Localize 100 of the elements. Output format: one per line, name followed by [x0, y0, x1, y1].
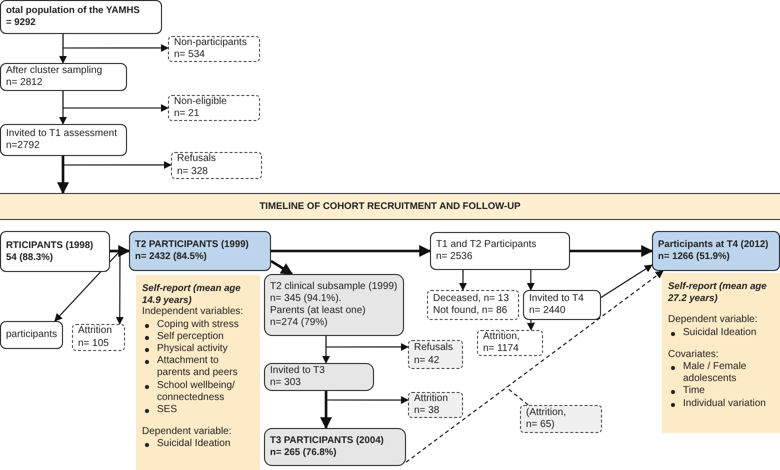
box-text: Non-participants	[174, 36, 247, 49]
process-box	[0, 63, 127, 91]
process-box	[0, 124, 127, 156]
exclusion-box	[171, 152, 262, 179]
arrow	[271, 245, 432, 257]
subsample-box	[264, 428, 406, 466]
panel-heading: Self-report (mean age 14.9 years)	[142, 283, 242, 306]
arrow	[406, 270, 664, 463]
box-text: n= 21	[174, 108, 200, 120]
bullet-item: Self perception	[157, 330, 224, 343]
process-box	[0, 0, 162, 34]
participants-box	[652, 231, 780, 271]
exclusion-box	[72, 324, 125, 351]
box-text: Not found, n= 86	[433, 305, 508, 318]
arrow	[325, 336, 409, 351]
bullet-item: Physical activity	[157, 342, 228, 356]
section-heading: Covariates:	[668, 348, 719, 361]
box-heading: RTICIPANTS (1998)	[6, 240, 94, 252]
box-text: Deceased, n= 13	[433, 292, 509, 305]
arrow	[458, 270, 467, 291]
exclusion-box	[520, 405, 602, 433]
section-heading: Dependent variable:	[142, 426, 232, 438]
process-box	[0, 231, 110, 272]
arrow	[57, 156, 70, 194]
arrow	[320, 391, 332, 430]
box-text: Attrition	[414, 392, 448, 405]
box-text: Invited to T4	[529, 292, 584, 305]
box-text: Attrition	[78, 325, 112, 338]
process-box	[523, 290, 601, 320]
box-text: n= 2536	[436, 251, 472, 264]
arrow	[526, 270, 535, 291]
box-text: Non-eligible	[174, 96, 227, 108]
exclusion-box	[477, 330, 543, 356]
box-text: participants	[6, 328, 58, 342]
arrow	[110, 245, 130, 258]
box-text: Refusals	[414, 342, 453, 354]
box-text: Invited to T3	[270, 364, 325, 377]
bullet-item: Suicidal Ideation	[157, 438, 230, 450]
arrow	[325, 391, 409, 404]
box-text: n=274 (79%)	[270, 317, 328, 330]
box-text: n= 2812	[6, 77, 42, 90]
box-heading: T3 PARTICIPANTS (2004)	[270, 435, 384, 447]
exclusion-box	[168, 95, 260, 121]
banner-title: TIMELINE OF COHORT RECRUITMENT AND FOLLOW-UP	[259, 200, 521, 212]
variables-panel	[662, 273, 780, 433]
box-text: n= 345 (94.1%).	[270, 292, 342, 305]
box-text: Parents (at least one)	[270, 305, 366, 318]
process-box	[0, 321, 63, 349]
bullet-item: SES	[157, 404, 178, 416]
box-text: n= 42	[414, 354, 440, 367]
arrow	[270, 260, 294, 276]
arrow	[570, 245, 654, 257]
box-text: n=2792	[6, 140, 40, 152]
box-text: Invited to T1 assessment	[6, 128, 117, 140]
section-heading: Independent variables:	[142, 306, 244, 319]
section-heading: Dependent variable:	[668, 314, 758, 327]
exclusion-box	[168, 36, 260, 62]
box-text: After cluster sampling	[6, 64, 102, 77]
arrow	[62, 156, 172, 169]
bullet-item: Coping with stress	[157, 318, 239, 331]
count-text: n= 1266 (51.9%)	[658, 251, 730, 263]
box-text: n= 303	[270, 377, 301, 390]
box-text: Refusals	[177, 153, 216, 166]
bullet-item: Suicidal Ideation	[683, 326, 756, 339]
panel-heading: Self-report (mean age 27.2 years)	[668, 281, 768, 304]
bullet-item: Attachment to parents and peers	[157, 355, 239, 380]
arrow	[62, 34, 169, 52]
box-text: (Attrition,	[526, 406, 566, 419]
subsample-box	[264, 363, 374, 391]
bullet-item: Male / Female adolescents	[683, 360, 748, 386]
box-text: Attrition,	[483, 330, 520, 343]
variables-panel	[136, 275, 260, 470]
bullet-item: Individual variation	[683, 398, 766, 410]
process-box	[430, 232, 570, 270]
arrow	[600, 264, 653, 298]
count-text: 54 (88.3%)	[6, 252, 53, 264]
exclusion-box	[408, 340, 463, 369]
participants-box	[129, 231, 271, 271]
subsample-box	[264, 274, 404, 336]
box-heading: Participants at T4 (2012)	[658, 239, 768, 251]
exclusion-box	[408, 392, 463, 418]
box-heading: otal population of the YAMHS	[6, 5, 140, 17]
arrow	[526, 320, 535, 331]
count-text: n= 265 (76.8%)	[270, 447, 336, 459]
bullet-item: Time	[683, 385, 705, 398]
box-text: n= 2440	[529, 305, 566, 318]
box-text: n= 328	[177, 166, 208, 178]
box-text: n= 534	[174, 49, 205, 62]
count-text: = 9292	[6, 17, 36, 29]
exclusion-box	[427, 290, 519, 320]
box-text: T2 clinical subsample (1999)	[270, 280, 398, 293]
leader-line	[506, 386, 529, 406]
box-text: n= 38	[414, 405, 440, 418]
box-text: n= 1174	[483, 343, 519, 356]
box-text: n= 65)	[526, 419, 555, 432]
box-text: T1 and T2 Participants	[436, 238, 536, 251]
arrow	[54, 250, 122, 322]
count-text: n= 2432 (84.5%)	[135, 251, 207, 263]
box-text: n= 105	[78, 338, 109, 350]
timeline-banner	[0, 193, 780, 220]
